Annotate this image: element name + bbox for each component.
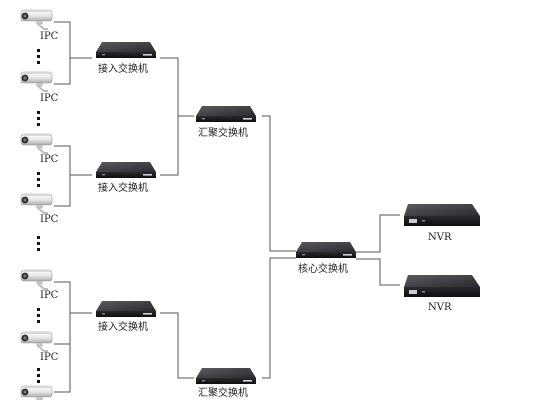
link-core-nvr2 <box>356 258 400 286</box>
aggregation-switch-label: 汇聚交换机 <box>198 388 248 399</box>
core-switch-label: 核心交换机 <box>298 264 348 275</box>
link-agg1-core <box>262 115 296 252</box>
access-switch-icon <box>96 162 156 178</box>
link-core-nvr1 <box>356 214 400 253</box>
ipc-label: IPC <box>40 290 59 301</box>
access-switch-icon <box>96 301 156 317</box>
ipc-camera-icon <box>20 269 53 290</box>
ellipsis-dots <box>37 236 41 254</box>
nvr-recorder-icon <box>404 275 480 297</box>
link-access1-agg1 <box>160 57 194 117</box>
access-switch-label: 接入交换机 <box>98 64 148 75</box>
ellipsis-dots <box>37 308 41 326</box>
aggregation-switch-icon <box>196 106 256 122</box>
connection-lines <box>54 21 400 393</box>
ellipsis-dots <box>37 172 41 190</box>
access-switch-label: 接入交换机 <box>98 183 148 194</box>
ipc-camera-icon <box>20 331 53 352</box>
link-ipc2-access1 <box>54 58 71 85</box>
link-ipc6-access3 <box>54 313 71 345</box>
aggregation-switch-icon <box>196 368 256 384</box>
link-access3-agg2 <box>160 312 194 379</box>
ipc-label: IPC <box>40 214 59 225</box>
link-ipc1-access1 <box>54 21 92 59</box>
link-ipc4-access2 <box>54 175 71 207</box>
link-ipc3-access2 <box>54 145 92 176</box>
ipc-camera-icon <box>20 133 53 154</box>
ipc-camera-icon <box>20 385 53 400</box>
access-switch-label: 接入交换机 <box>98 322 148 333</box>
nvr-label: NVR <box>428 302 452 313</box>
link-ipc7-access3 <box>54 344 71 393</box>
core-switch-icon <box>296 242 356 258</box>
link-access2-agg1 <box>160 116 179 176</box>
ellipsis-dots <box>37 111 41 129</box>
aggregation-switch-label: 汇聚交换机 <box>198 128 248 139</box>
nvr-recorder-icon <box>404 204 480 226</box>
nvr-label: NVR <box>428 232 452 243</box>
ipc-camera-icon <box>20 71 53 92</box>
ipc-camera-icon <box>20 9 53 30</box>
ipc-label: IPC <box>40 352 59 363</box>
link-agg2-core <box>262 257 296 379</box>
ipc-label: IPC <box>40 154 59 165</box>
ipc-camera-icon <box>20 193 53 214</box>
ipc-label: IPC <box>40 31 59 42</box>
ipc-label: IPC <box>40 93 59 104</box>
access-switch-icon <box>96 42 156 58</box>
ellipsis-dots <box>37 49 41 67</box>
link-ipc5-access3 <box>54 281 92 314</box>
ellipsis-dots <box>37 368 41 386</box>
